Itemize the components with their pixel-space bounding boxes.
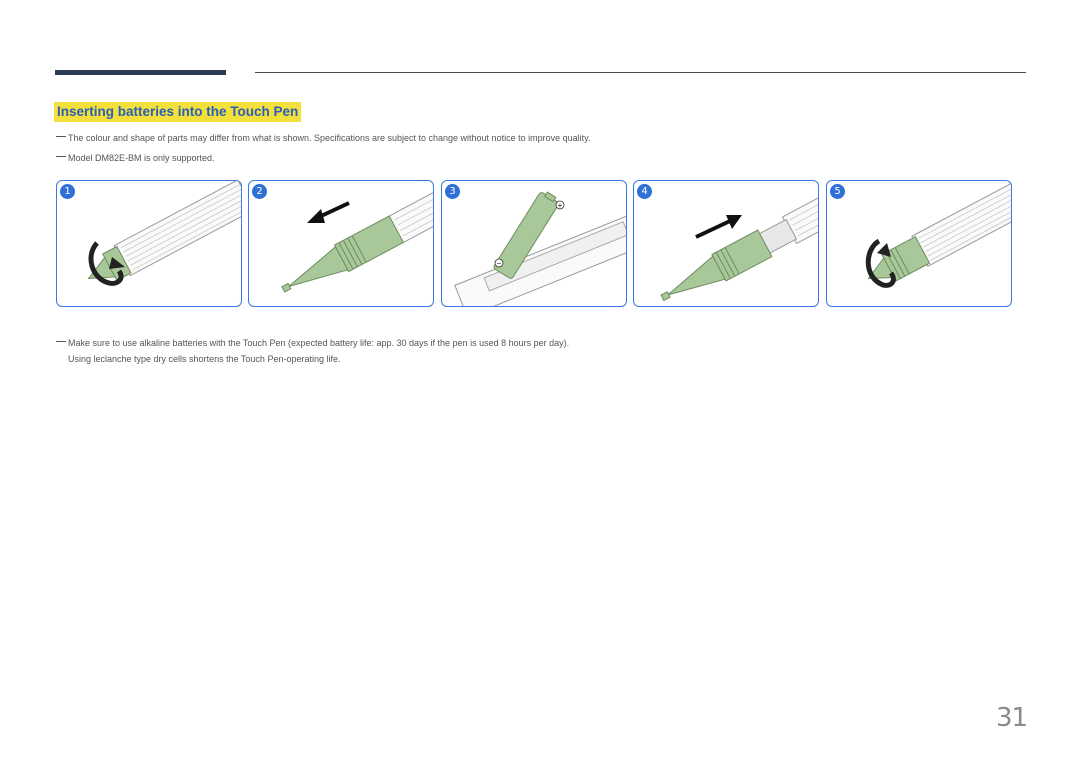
note-battery-life-continuation: Using leclanche type dry cells shortens … — [68, 354, 341, 364]
note-model-support: Model DM82E-BM is only supported. — [56, 152, 215, 164]
pen-reinsert-illustration — [660, 192, 818, 302]
section-title: Inserting batteries into the Touch Pen — [54, 102, 302, 122]
note-dash — [56, 156, 66, 157]
step-number-2: 2 — [252, 184, 267, 199]
battery-minus-label: − — [497, 259, 502, 268]
battery-plus-label: + — [558, 201, 563, 210]
step-panel-2: 2 — [248, 180, 434, 307]
note-battery-life: Make sure to use alkaline batteries with… — [56, 337, 569, 365]
pen-pull-out-illustration — [281, 188, 433, 293]
pen-close-cap-illustration — [865, 181, 1011, 288]
step-panel-1: 1 — [56, 180, 242, 307]
step-number-5: 5 — [830, 184, 845, 199]
step-number-3: 3 — [445, 184, 460, 199]
step-number-1: 1 — [60, 184, 75, 199]
page-number: 31 — [996, 703, 1028, 733]
pen-open-cap-illustration — [87, 181, 241, 286]
note-colour-shape: The colour and shape of parts may differ… — [56, 132, 590, 144]
note-dash — [56, 136, 66, 137]
step-panel-4: 4 — [633, 180, 819, 307]
header-bar — [55, 70, 226, 75]
step-panel-5: 5 — [826, 180, 1012, 307]
step-number-4: 4 — [637, 184, 652, 199]
battery-insert-illustration: + − — [454, 191, 626, 306]
note-dash — [56, 341, 66, 342]
header-rule — [255, 72, 1026, 73]
step-panel-3: 3 + − — [441, 180, 627, 307]
